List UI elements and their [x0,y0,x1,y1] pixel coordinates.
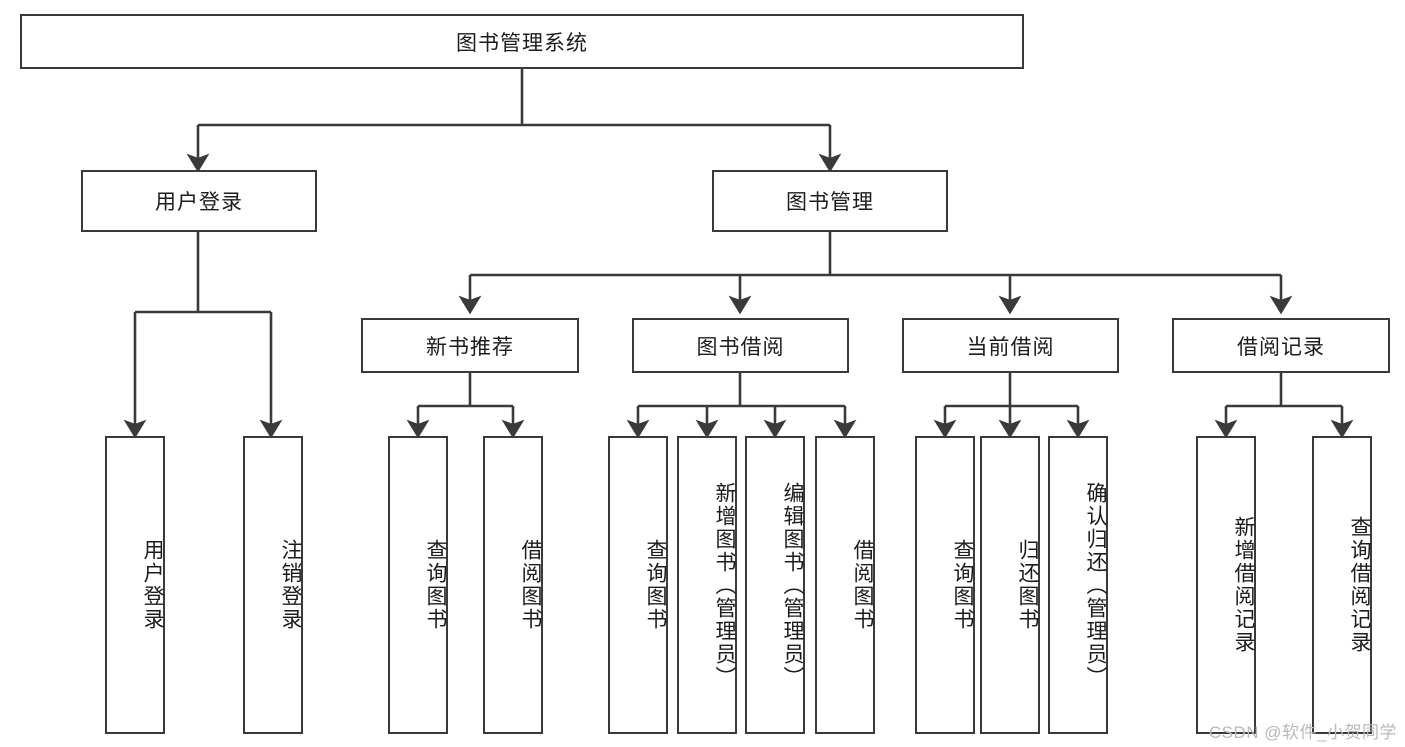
node-new-book-recommend[interactable]: 新书推荐 [361,318,579,373]
node-label: 图书管理系统 [456,31,588,55]
leaf-query-book-recommend[interactable]: 查询图书 [388,436,448,734]
node-book-borrow[interactable]: 图书借阅 [632,318,849,373]
leaf-query-book-current[interactable]: 查询图书 [915,436,975,734]
leaf-query-borrow-record[interactable]: 查询借阅记录 [1312,436,1372,734]
leaf-borrow-book-recommend[interactable]: 借阅图书 [483,436,543,734]
node-label: 归还图书 [1016,539,1039,631]
node-label: 借阅图书 [851,539,874,631]
node-label: 查询图书 [424,539,447,631]
node-label: 图书管理 [786,191,874,214]
leaf-edit-book-admin[interactable]: 编辑图书（管理员） [745,436,805,734]
node-label: 新书推荐 [426,335,514,359]
node-label: 图书借阅 [696,335,785,359]
node-label: 用户登录 [155,191,243,214]
node-label: 确认归还（管理员） [1084,481,1107,689]
node-book-management[interactable]: 图书管理 [712,170,948,232]
node-label: 注销登录 [279,539,302,631]
watermark-text: CSDN @软件_小贺同学 [1208,723,1397,742]
node-label: 用户登录 [141,539,164,631]
node-label: 新增借阅记录 [1232,516,1255,654]
node-current-borrow[interactable]: 当前借阅 [902,318,1119,373]
node-label: 编辑图书（管理员） [781,481,804,689]
leaf-query-book-borrow[interactable]: 查询图书 [608,436,668,734]
leaf-borrow-book[interactable]: 借阅图书 [815,436,875,734]
node-label: 借阅图书 [519,539,542,631]
leaf-add-book-admin[interactable]: 新增图书（管理员） [677,436,737,734]
leaf-confirm-return-admin[interactable]: 确认归还（管理员） [1048,436,1108,734]
node-user-login[interactable]: 用户登录 [81,170,317,232]
node-label: 查询图书 [644,539,667,631]
node-label: 当前借阅 [966,335,1055,359]
leaf-user-login[interactable]: 用户登录 [105,436,165,734]
node-root[interactable]: 图书管理系统 [20,14,1024,69]
leaf-logout[interactable]: 注销登录 [243,436,303,734]
leaf-return-book[interactable]: 归还图书 [980,436,1040,734]
node-label: 查询借阅记录 [1348,516,1371,654]
node-label: 查询图书 [951,539,974,631]
node-label: 新增图书（管理员） [713,481,736,689]
leaf-add-borrow-record[interactable]: 新增借阅记录 [1196,436,1256,734]
node-borrow-record[interactable]: 借阅记录 [1172,318,1390,373]
node-label: 借阅记录 [1237,335,1325,359]
